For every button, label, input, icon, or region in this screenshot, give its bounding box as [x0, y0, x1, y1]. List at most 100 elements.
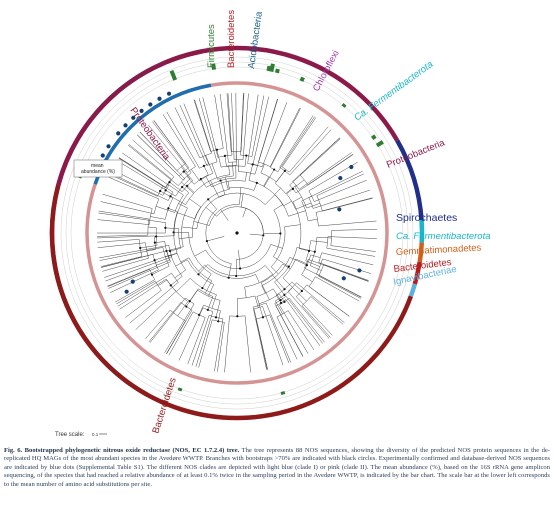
phylum-label-chloroflexi: Chloroflexi: [311, 49, 342, 94]
tree-leaf-branch: [217, 322, 225, 372]
tree-node-arc: [192, 206, 201, 238]
bootstrap-node: [279, 301, 283, 305]
tree-branch: [289, 257, 307, 266]
tree-branch: [228, 263, 232, 278]
abundance-bar: [266, 65, 272, 72]
bootstrap-node: [169, 195, 172, 198]
tree-leaf-branch: [99, 245, 169, 259]
tree-branch: [286, 188, 294, 195]
tree-leaf-branch: [316, 273, 362, 298]
tree-branch: [205, 155, 214, 174]
phylum-label-proteobacteria-left: Proteobacteria: [128, 105, 173, 163]
phylum-label-gemmatimonadetes: Gemmatimonadetes: [396, 243, 482, 258]
tree-leaf-branch: [298, 152, 352, 190]
tree-leaf-branch: [107, 269, 150, 287]
bootstrap-node: [164, 226, 167, 229]
bootstrap-node: [313, 250, 316, 253]
reference-dot: [124, 289, 129, 294]
tree-branch: [273, 256, 289, 267]
bootstrap-node: [153, 241, 156, 244]
tree-branch: [294, 179, 305, 188]
tree-leaf-branch: [187, 317, 206, 365]
tree-branch: [282, 263, 291, 270]
tree-leaf-branch: [132, 139, 175, 177]
tree-branch: [256, 296, 260, 306]
mean-abundance-legend: mean abundance (%): [73, 159, 123, 178]
bootstrap-node: [215, 148, 218, 151]
tree-leaf-branch: [318, 275, 361, 299]
tree-leaf-branch: [107, 265, 157, 287]
tree-branch: [167, 183, 184, 196]
bootstrap-node: [155, 235, 158, 238]
tree-leaf-branch: [198, 319, 213, 368]
tree-leaf-branch: [101, 250, 167, 268]
tree-branch: [151, 265, 170, 275]
bootstrap-node: [236, 315, 239, 318]
tree-leaf-branch: [318, 262, 369, 281]
tree-branch: [156, 259, 170, 266]
tree-leaf-branch: [315, 276, 360, 302]
tree-leaf-branch: [227, 93, 233, 156]
tree-leaf-branch: [97, 239, 140, 243]
tree-branch: [278, 293, 285, 302]
tree-scale: Tree scale: 0.1: [55, 432, 107, 438]
tree-leaf-branch: [129, 282, 179, 324]
tree-leaf-branch: [287, 310, 315, 351]
mean-abundance-label-1: mean: [91, 163, 104, 169]
abundance-bar: [177, 387, 183, 392]
ring-segment-spirochaetes: [395, 139, 424, 221]
tree-leaf-branch: [108, 261, 171, 289]
ring-segment-bacteroidetes-bottom: [49, 184, 413, 421]
tree-branch: [225, 177, 228, 189]
tree-leaf-branch: [149, 297, 186, 343]
reference-dot: [357, 268, 362, 273]
tree-branch: [228, 165, 230, 175]
tree-leaf-branch: [109, 174, 158, 197]
tree-branch: [292, 287, 307, 302]
tree-leaf-branch: [240, 93, 245, 152]
tree-branch: [169, 181, 183, 192]
tree-branch: [156, 235, 175, 237]
tree-leaf-branch: [275, 305, 304, 357]
tree-branch: [148, 226, 157, 228]
reference-dot: [148, 102, 153, 107]
tree-branch: [260, 163, 265, 174]
svg-text:mean abundance (%): mean abundance (%): [81, 163, 115, 175]
tree-branch: [202, 273, 212, 289]
tree-leaf-branch: [252, 96, 269, 165]
tree-scale-value: 0.1: [92, 432, 99, 437]
abundance-bar: [169, 69, 178, 81]
tree-leaf-branch: [326, 247, 376, 257]
bootstrap-node: [300, 289, 303, 293]
tree-leaf-branch: [265, 302, 291, 363]
tree-branch: [258, 303, 264, 318]
tree-node-arc: [194, 174, 230, 193]
tree-branch: [205, 207, 217, 217]
tree-leaf-branch: [247, 94, 259, 164]
tree-branch: [178, 237, 193, 239]
tree-branch: [288, 210, 306, 217]
tree-branch: [291, 281, 302, 292]
bootstrap-node: [167, 207, 170, 210]
tree-leaf-branch: [147, 124, 188, 173]
tree-branch: [232, 162, 234, 176]
tree-branch: [211, 163, 218, 180]
tree-leaf-branch: [118, 157, 174, 193]
bootstrap-node: [239, 267, 242, 270]
abundance-bar: [280, 391, 286, 396]
bootstrap-node: [201, 286, 204, 290]
bootstrap-node: [202, 164, 206, 167]
bootstrap-node: [287, 265, 290, 268]
tree-leaf-branch: [219, 93, 229, 163]
bootstrap-node: [168, 250, 172, 253]
tree-leaf-branch: [316, 173, 364, 196]
tree-branch: [187, 185, 195, 193]
tree-leaf-branch: [276, 316, 298, 360]
phylum-label-fermentibacterota-top: Ca. Fermentibacterota: [352, 59, 435, 123]
ring-segment-proteobacteria-right: [163, 45, 400, 142]
tree-leaf-branch: [164, 303, 195, 353]
tree-branches: [96, 93, 377, 373]
tree-leaf-branch: [97, 242, 146, 248]
tree-leaf-branch: [224, 315, 230, 373]
tree-node-arc: [187, 166, 196, 173]
